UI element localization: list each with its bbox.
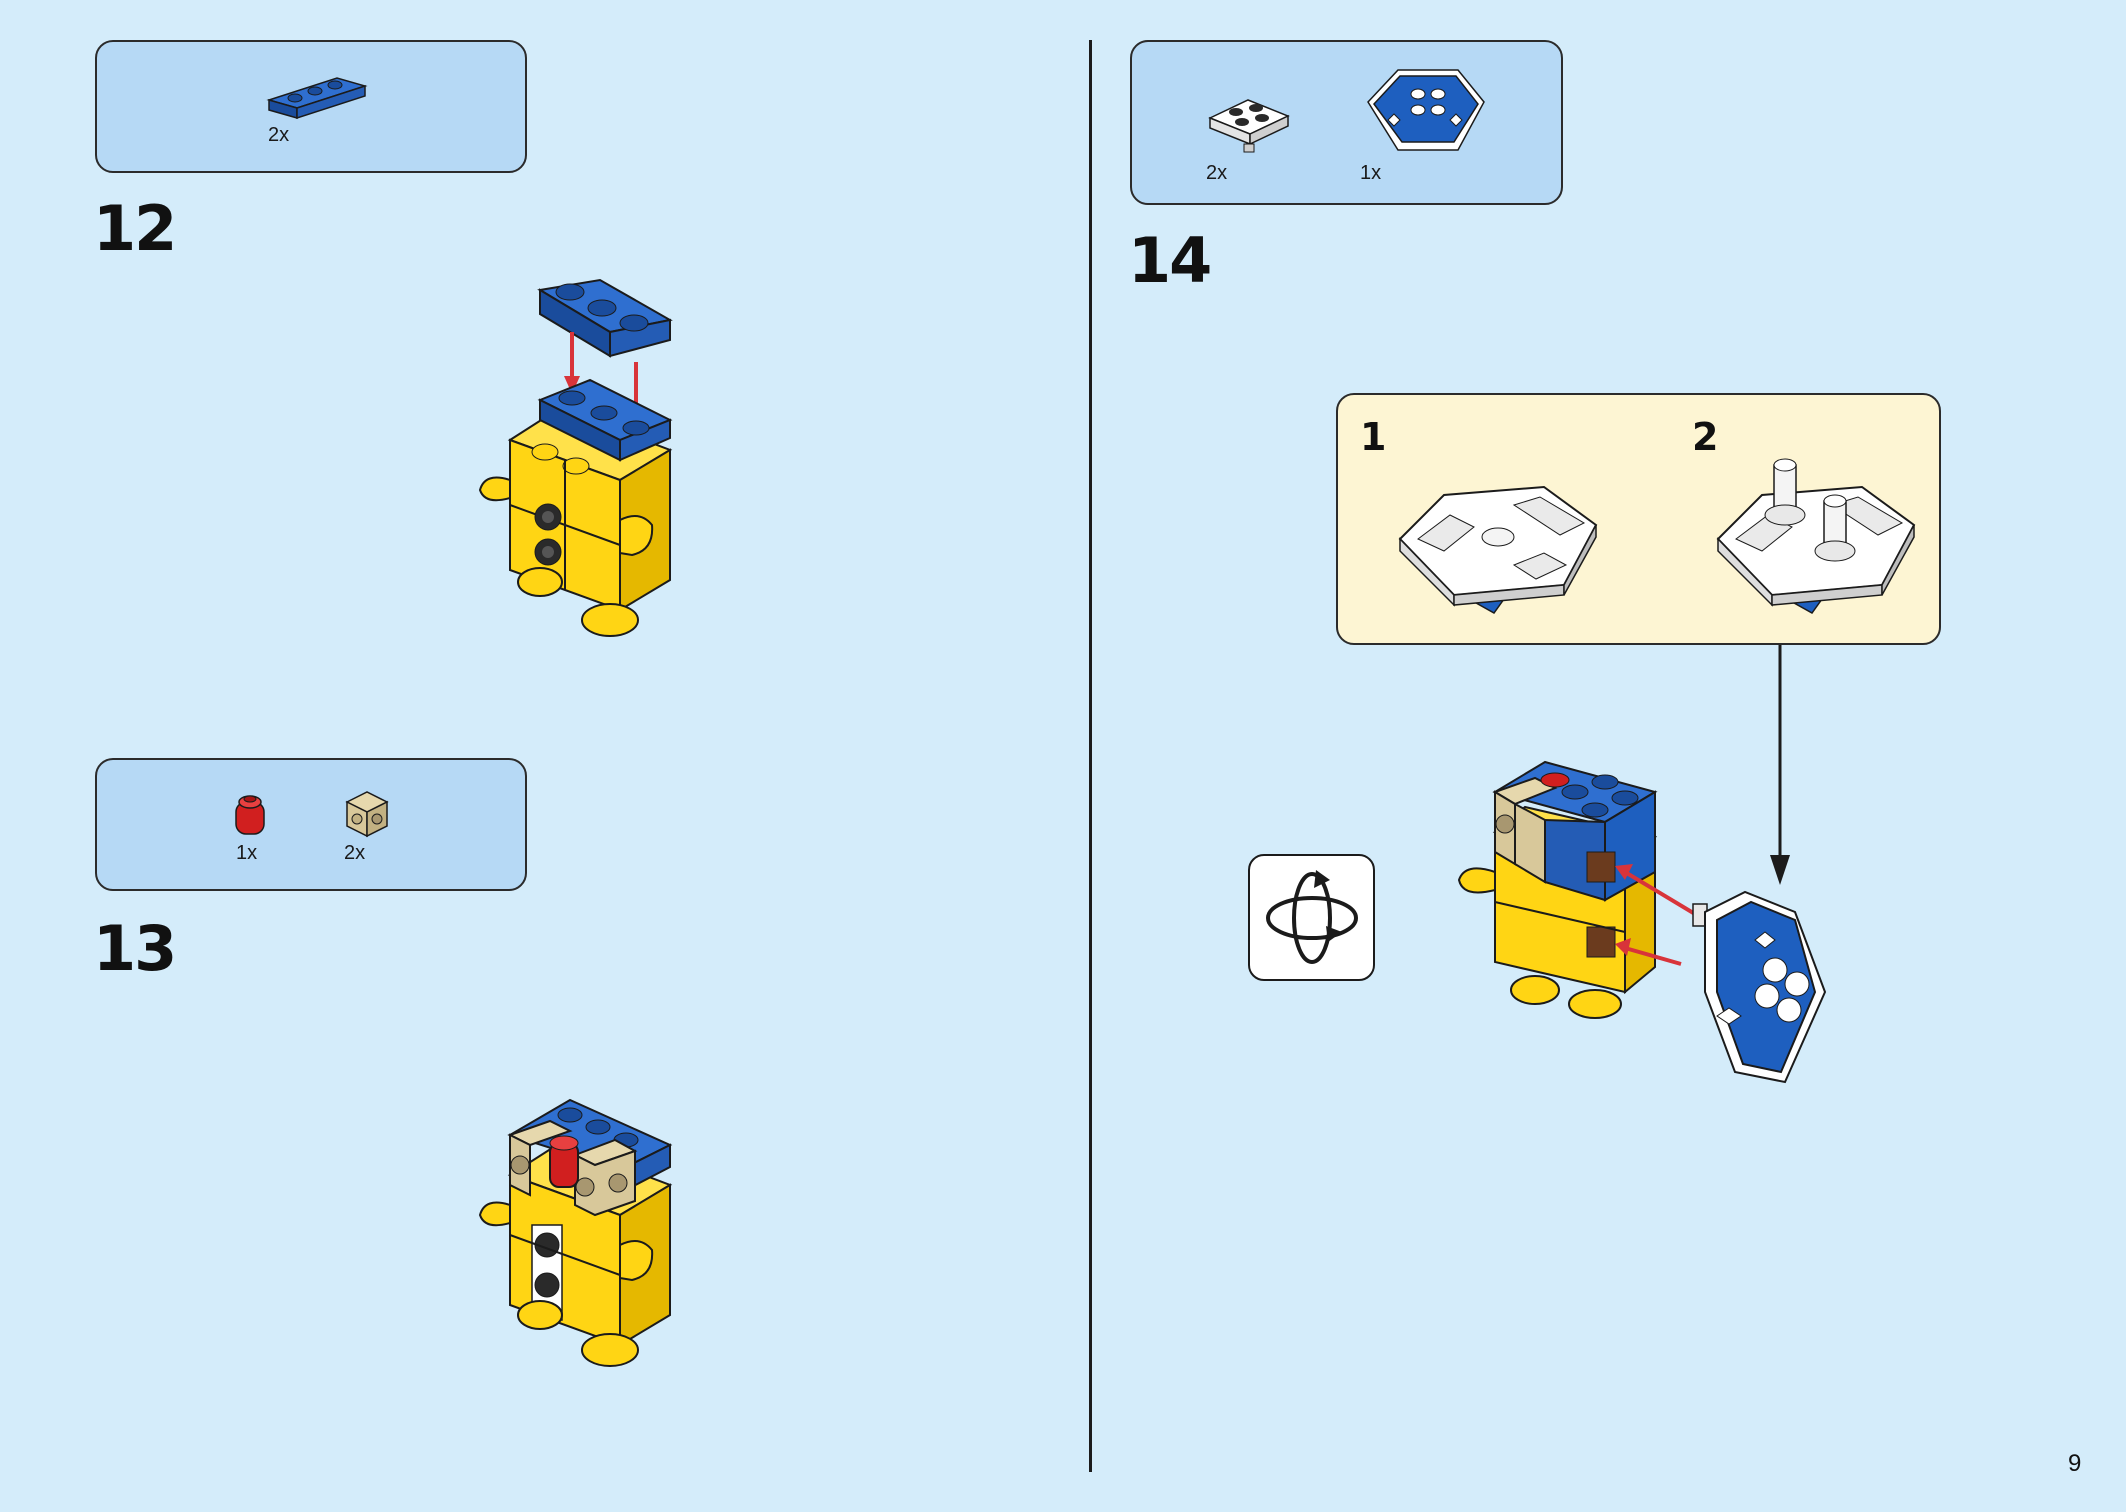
step-13-model-illustration [478, 1098, 673, 1367]
page-divider [1089, 40, 1092, 1472]
page-number: 9 [2068, 1450, 2082, 1477]
part-quantity: 1x [236, 842, 258, 864]
blue-plate-1x3-part [266, 77, 368, 120]
substep-1-illustration [1398, 485, 1598, 614]
substep-number-1: 1 [1360, 415, 1387, 459]
step-14-parts-box: 2x 1x [1130, 40, 1563, 205]
step-number-12: 12 [93, 192, 177, 265]
part-quantity: 1x [1360, 162, 1382, 184]
part-quantity: 2x [344, 842, 366, 864]
substep-callout-box: 1 2 [1336, 393, 1941, 645]
rotate-model-icon [1266, 870, 1358, 964]
step-14-model-illustration [1457, 760, 1827, 1084]
callout-connector-arrow-icon [1770, 645, 1790, 885]
part-quantity: 2x [1206, 162, 1228, 184]
blue-dome-assembly [1692, 890, 1827, 1084]
tan-brick-studs-part [345, 791, 389, 838]
rotate-model-box [1248, 854, 1375, 981]
floating-blue-plate [537, 278, 673, 358]
substep-2-illustration [1716, 458, 1916, 614]
red-round-brick-part [235, 795, 265, 835]
blue-dome-piece-part [1367, 69, 1485, 151]
step-12-parts-box: 2x [95, 40, 527, 173]
step-number-13: 13 [93, 912, 177, 985]
part-quantity: 2x [268, 124, 290, 146]
step-12-model-illustration [478, 278, 673, 637]
step-number-14: 14 [1128, 224, 1212, 297]
white-plate-2x2-part [1208, 99, 1290, 153]
substep-number-2: 2 [1692, 415, 1719, 459]
step-13-parts-box: 1x 2x [95, 758, 527, 891]
